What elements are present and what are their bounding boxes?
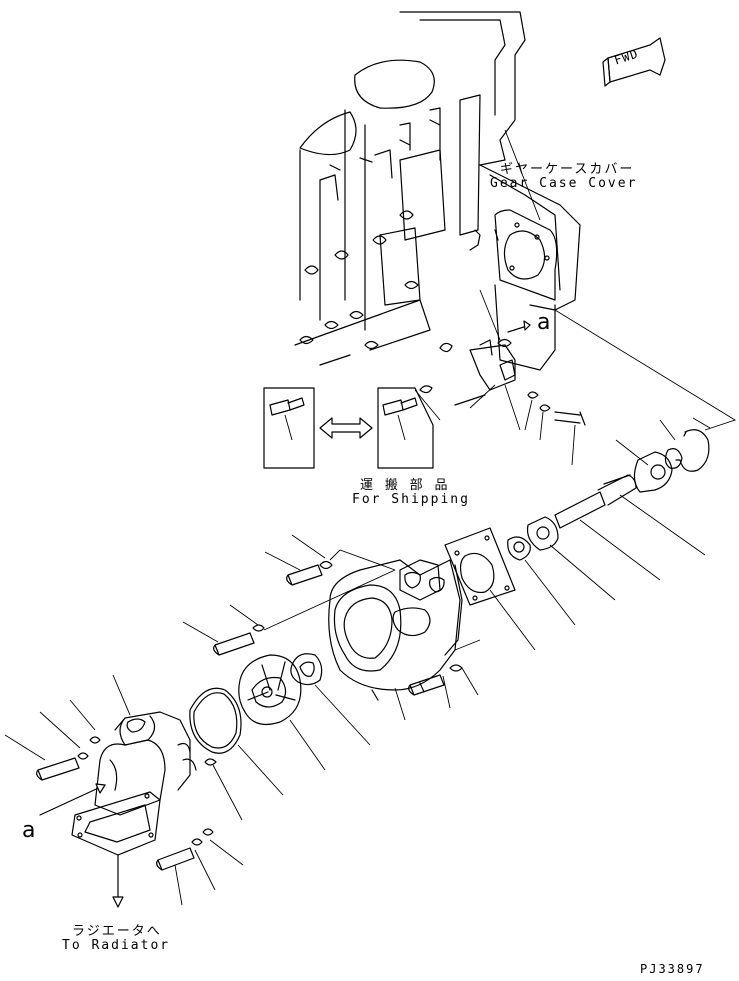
leader-gear-case-cover (504, 129, 541, 221)
mechanical-seal (290, 653, 323, 686)
leaders-bracket (414, 289, 576, 466)
shaft-assembly (507, 429, 710, 561)
o-ring (189, 687, 242, 754)
ref-arrow-a-left (39, 784, 106, 816)
ref-arrow-a-top-head (523, 320, 531, 331)
gear-case-cover-jp-label: ギヤーケースカバー (500, 162, 635, 177)
leaders-shaft (489, 417, 711, 651)
leaders-bolts-upper (182, 534, 396, 643)
leader-o-ring (237, 744, 284, 796)
shipping-boxes (263, 387, 434, 469)
gear-case-cover-en-label: Gear Case Cover (490, 176, 638, 191)
bolts-upper (213, 560, 463, 696)
leaders-impeller (289, 684, 371, 771)
outlet-elbow (71, 711, 217, 856)
ref-label-a-left: a (22, 818, 36, 843)
radiator-en-label: To Radiator (62, 938, 171, 953)
leader-housing (329, 549, 396, 571)
ref-label-a-top: a (537, 310, 551, 335)
gear-case-cover (469, 164, 581, 371)
leader-long-snap-ring (554, 309, 737, 431)
fwd-arrow-icon (602, 37, 666, 87)
bracket-assembly (419, 338, 586, 426)
impeller (238, 654, 302, 725)
bolts-lower (36, 736, 214, 871)
engine-block (294, 11, 526, 366)
leaders-elbow (112, 674, 243, 821)
for-shipping-jp-label: 運 搬 部 品 (360, 478, 450, 493)
radiator-jp-label: ラジエータへ (72, 924, 162, 939)
drawing-number: PJ33897 (640, 962, 705, 976)
leaders-housing-bottom (394, 639, 481, 721)
pump-housing (328, 559, 463, 701)
radiator-arrow-head (112, 896, 124, 908)
gasket (444, 527, 516, 606)
leaders-bolts-lower (4, 699, 244, 906)
ref-arrow-a-left-head (95, 783, 106, 794)
for-shipping-en-label: For Shipping (352, 492, 470, 507)
